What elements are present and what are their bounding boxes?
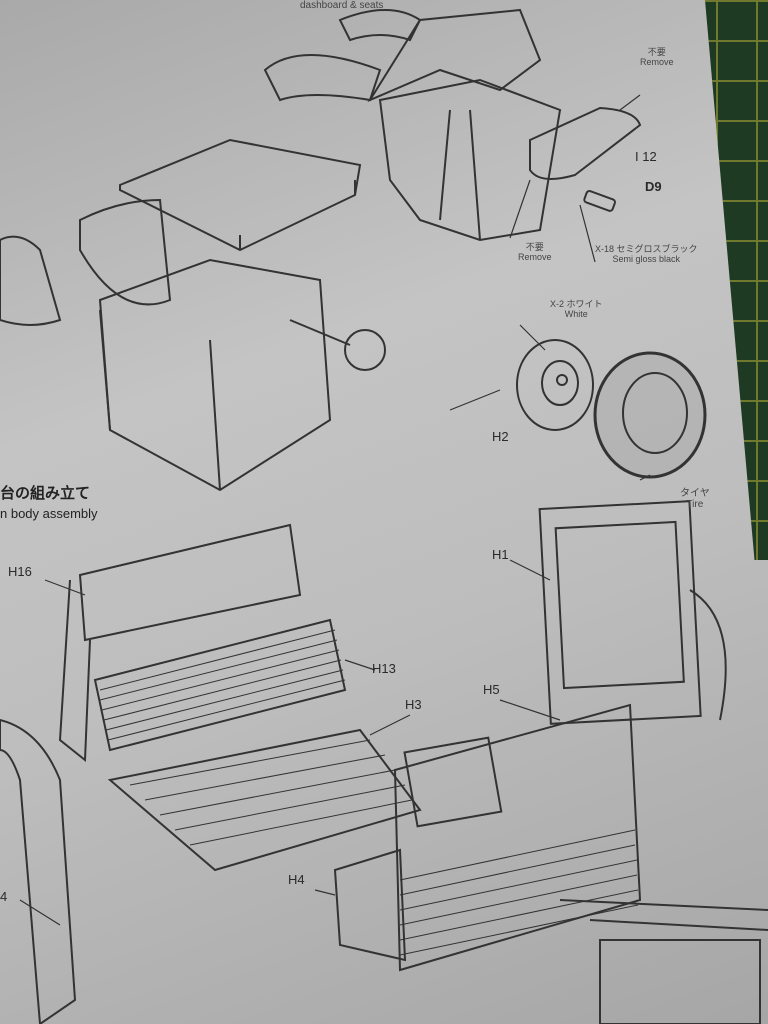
part-i12 xyxy=(529,106,642,180)
rear-body-assembly xyxy=(0,500,768,1024)
header-fragment: dashboard & seats xyxy=(300,0,384,11)
remove-label-bottom: 不要 Remove xyxy=(518,242,552,263)
part-label-h3: H3 xyxy=(405,697,422,712)
part-label-d9: D9 xyxy=(645,179,662,194)
part-label-i12: I 12 xyxy=(635,149,657,164)
remove-jp: 不要 xyxy=(647,47,666,57)
paint-jp: X-18 セミグロスブラック xyxy=(595,244,698,254)
wheel-h2 xyxy=(516,339,594,431)
tire-label: タイヤ Tire xyxy=(680,488,710,510)
part-label-h13: H13 xyxy=(372,661,396,676)
part-label-h4-partial: 4 xyxy=(0,889,8,904)
cab-assembly xyxy=(0,138,386,492)
remove-en: Remove xyxy=(518,251,552,262)
part-label-h1: H1 xyxy=(492,547,509,562)
section-title-jp: 台の組み立て xyxy=(0,485,91,502)
tire xyxy=(593,351,707,479)
paint-en: White xyxy=(564,308,588,319)
remove-jp: 不要 xyxy=(525,242,544,252)
section-title-en: n body assembly xyxy=(0,506,98,521)
part-label-h16: H16 xyxy=(8,564,32,579)
part-d9 xyxy=(583,190,616,212)
paint-en: Semi gloss black xyxy=(612,253,681,264)
paint-x18-label: X-18 セミグロスブラック Semi gloss black xyxy=(595,244,698,265)
remove-label-top: 不要 Remove xyxy=(640,47,674,68)
part-label-h5: H5 xyxy=(483,682,500,697)
tire-en: Tire xyxy=(686,499,704,510)
leader-lines xyxy=(19,94,651,926)
dashboard-assembly xyxy=(263,8,562,242)
tire-jp: タイヤ xyxy=(680,488,710,499)
paint-x2-label: X-2 ホワイト White xyxy=(550,299,603,320)
paint-jp: X-2 ホワイト xyxy=(550,299,603,309)
remove-en: Remove xyxy=(640,56,674,67)
part-label-h2: H2 xyxy=(492,429,509,444)
part-label-h4: H4 xyxy=(288,872,305,887)
